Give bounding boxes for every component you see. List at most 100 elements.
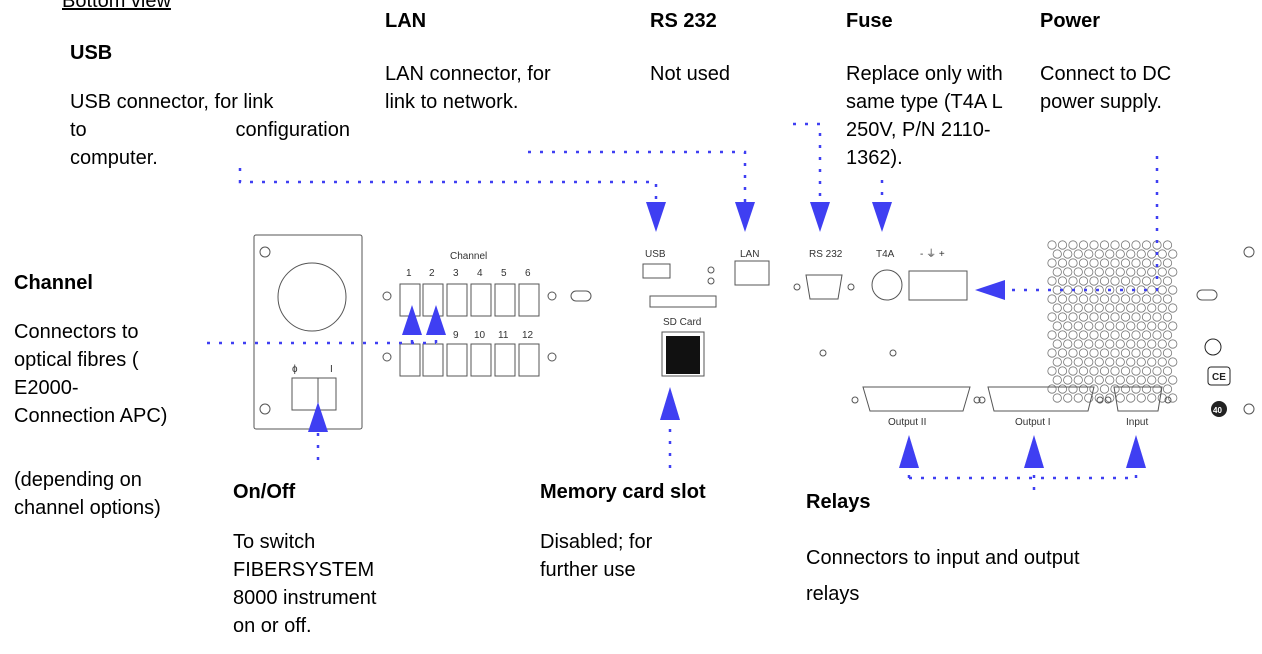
fan-hole [1162,366,1173,376]
fan-hole [1084,375,1094,385]
fan-hole [1120,258,1131,268]
fan-hole [1099,258,1110,268]
fan-hole [1131,240,1141,250]
fan-hole [1110,240,1120,250]
fan-hole [1136,393,1146,403]
fan-hole [1120,330,1131,340]
fan-hole [1047,384,1057,394]
output1-label: Output I [1015,417,1051,428]
fan-hole [1057,366,1068,376]
power-arrowhead [975,280,1005,300]
fan-hole [1068,348,1078,358]
rs232-leader [793,122,822,202]
fan-hole [1099,384,1110,394]
fan-hole [1115,321,1125,331]
fan-hole [1131,276,1141,286]
switch-panel [253,234,363,430]
fan-hole [1063,267,1073,277]
fan-hole [1147,339,1157,349]
fan-hole [1052,249,1062,259]
fan-hole [1136,375,1146,385]
fan-hole [1094,357,1104,367]
sd-slot-outline [649,295,717,308]
fan-hole [1052,375,1062,385]
rs232-port [805,274,843,300]
fan-hole [1115,357,1125,367]
ch-label: 10 [474,330,486,341]
fan-hole [1120,312,1131,322]
fan-hole [1115,267,1125,277]
memory-desc: Disabled; for further use [540,531,653,581]
fan-hole [1063,393,1073,403]
fan-hole [1126,303,1136,313]
fan-hole [1136,321,1146,331]
fan-hole [1126,321,1136,331]
ch-label: 6 [525,268,531,279]
fan-hole [1094,303,1104,313]
fan-hole [1110,294,1120,304]
fan-hole [1073,249,1083,259]
fan-hole [1141,384,1152,394]
fan-hole [1152,348,1162,358]
relays-arrowhead-3 [1126,435,1146,468]
relays-arrowhead-2 [1024,435,1044,468]
usb-arrowhead [646,202,666,232]
fan-hole [1157,357,1167,367]
fan-hole [1157,339,1167,349]
fan-hole [1136,339,1146,349]
fan-hole [1141,294,1152,304]
fan-hole [1105,285,1115,295]
fan-hole [1152,258,1162,268]
fan-hole [1052,357,1062,367]
fan-hole [1115,375,1125,385]
fan-hole [1068,276,1078,286]
output1-connector [987,386,1095,412]
output2-connector [862,386,971,412]
fan-hole [1110,366,1120,376]
fan-hole [1078,330,1089,340]
fan-hole [1162,294,1173,304]
relays-arrowhead-1 [899,435,919,468]
fuse-holder [871,269,903,301]
fan-hole [1063,339,1073,349]
fan-hole [1052,321,1062,331]
ch-label: 12 [522,330,534,341]
fan-hole [1157,285,1167,295]
fan-hole [1126,375,1136,385]
ch-label: 2 [429,268,435,279]
channel-desc: Connectors to optical fibres ( E2000- Co… [14,321,168,427]
fan-hole [1141,312,1152,322]
fan-hole [1152,330,1162,340]
fan-hole [1131,258,1141,268]
fan-hole [1105,303,1115,313]
fan-hole [1136,357,1146,367]
fan-hole [1089,348,1099,358]
fan-hole [1078,276,1089,286]
fan-hole [1168,303,1178,313]
fan-hole [1115,339,1125,349]
fan-hole [1157,303,1167,313]
input-connector [1113,386,1163,412]
fan-hole [1078,294,1089,304]
fan-hole [1168,267,1178,277]
fan-hole [1168,357,1178,367]
output2-label: Output II [888,417,926,428]
fan-hole [1105,357,1115,367]
t4a-panel-label: T4A [876,249,895,260]
fan-hole [1126,267,1136,277]
usb-leader [238,168,658,202]
fan-hole [1168,249,1178,259]
recycle-icon [1204,338,1222,356]
fan-hole [1110,276,1120,286]
fan-hole [1063,303,1073,313]
fan-hole [1157,321,1167,331]
fan-hole [1110,348,1120,358]
fan-hole [1047,240,1057,250]
lan-title: LAN [385,10,427,32]
fan-hole [1047,312,1057,322]
channel-note: (depending on channel options) [14,469,161,519]
fan-hole [1068,258,1078,268]
fan-hole [1094,267,1104,277]
fan-hole [1073,357,1083,367]
